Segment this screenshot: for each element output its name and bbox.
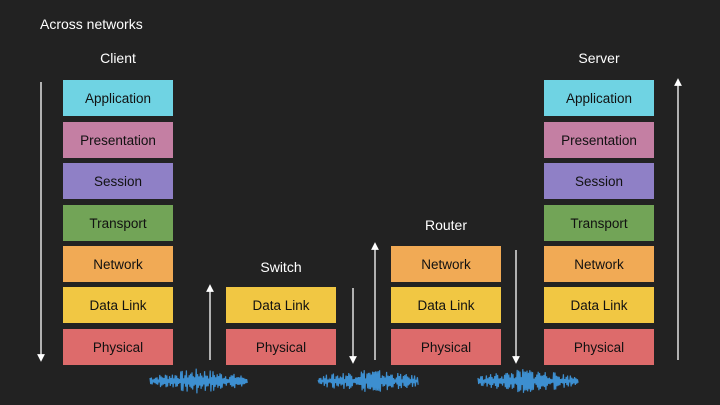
client-physical-layer: Physical (63, 329, 173, 365)
server-physical-layer: Physical (544, 329, 654, 365)
server-session-layer: Session (544, 163, 654, 199)
server-data-link-layer: Data Link (544, 287, 654, 323)
signal-wave-switch-router (317, 370, 419, 392)
switch-data-link-layer: Data Link (226, 287, 336, 323)
client-data-link-layer: Data Link (63, 287, 173, 323)
diagram-title: Across networks (40, 16, 143, 32)
client-transport-layer: Transport (63, 205, 173, 241)
client-label: Client (100, 50, 136, 66)
switch-label: Switch (260, 259, 302, 275)
server-presentation-layer: Presentation (544, 122, 654, 158)
server-transport-layer: Transport (544, 205, 654, 241)
router-label: Router (424, 217, 468, 233)
client-application-layer: Application (63, 80, 173, 116)
server-application-layer: Application (544, 80, 654, 116)
router-network-layer: Network (391, 246, 501, 282)
server-network-layer: Network (544, 246, 654, 282)
client-network-layer: Network (63, 246, 173, 282)
switch-physical-layer: Physical (226, 329, 336, 365)
server-label: Server (578, 50, 620, 66)
router-data-link-layer: Data Link (391, 287, 501, 323)
client-session-layer: Session (63, 163, 173, 199)
client-presentation-layer: Presentation (63, 122, 173, 158)
signal-wave-router-server (477, 369, 579, 393)
signal-wave-client-switch (149, 368, 248, 394)
router-physical-layer: Physical (391, 329, 501, 365)
